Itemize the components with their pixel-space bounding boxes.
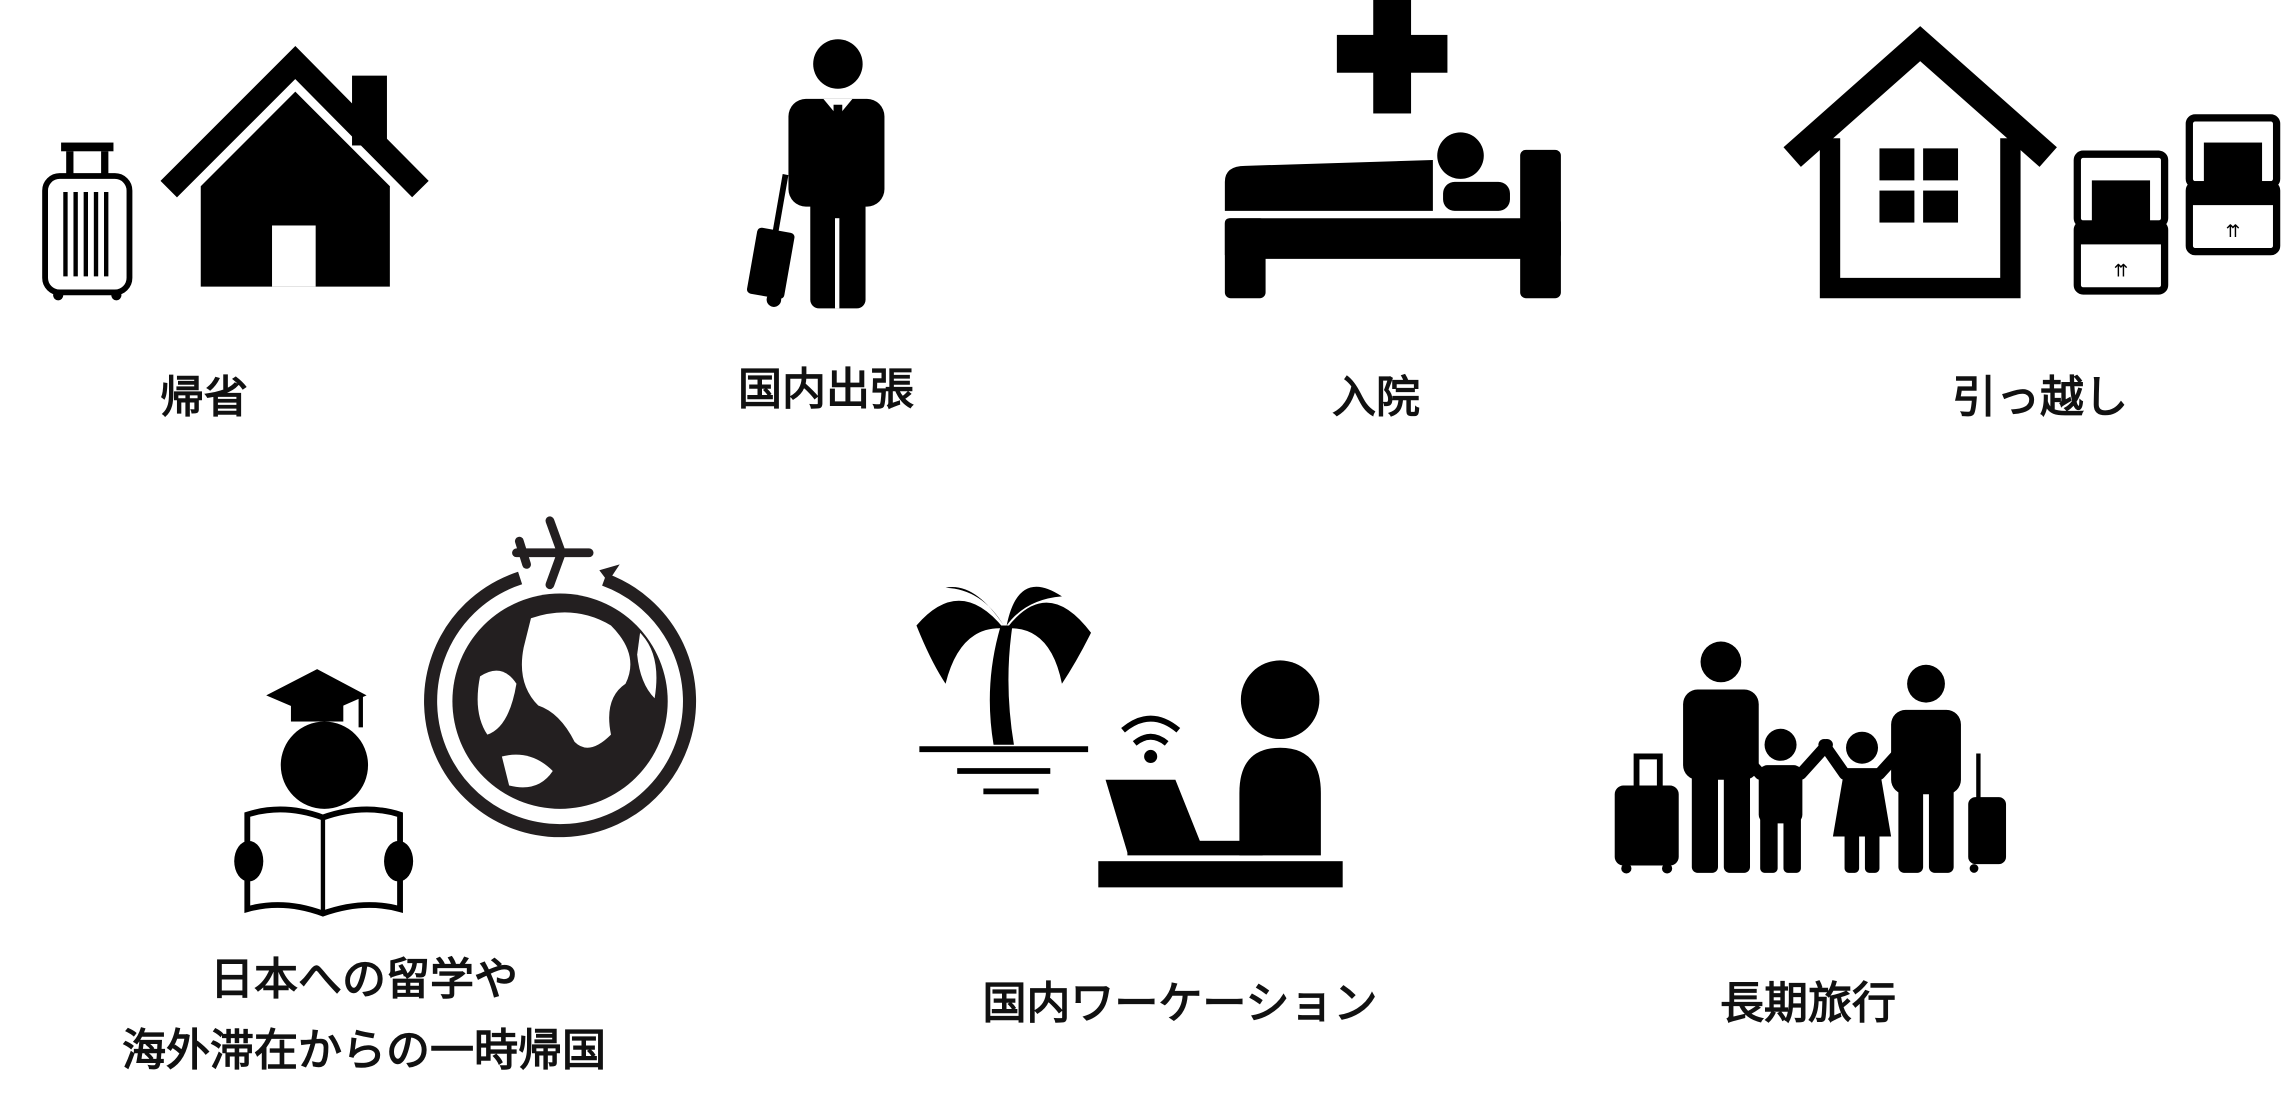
label-study-line1: 日本への留学や [210,954,518,1005]
workation-icon [916,586,1343,888]
label-hospitalization: 入院 [1332,372,1420,423]
label-study-line2: 海外滞在からの一時帰国 [122,1025,606,1076]
wifi-icon [1121,715,1181,763]
student-globe-icon [234,516,697,917]
box-icon: ⇈ [2185,114,2281,256]
box-icon: ⇈ [2073,150,2169,295]
svg-text:⇈: ⇈ [2114,261,2129,281]
globe-icon [424,565,697,838]
airplane-icon [512,516,620,590]
hospital-bed-icon [1224,0,1561,299]
suitcase-icon [42,142,133,301]
label-long-trip: 長期旅行 [1720,978,1896,1029]
remote-worker-icon [1098,660,1343,888]
suitcase-icon [1968,753,2007,873]
label-moving: 引っ越し [1952,372,2128,423]
svg-text:⇈: ⇈ [2226,222,2241,242]
label-domestic-business-trip: 国内出張 [738,364,914,415]
label-workation: 国内ワーケーション [982,978,1378,1029]
business-traveler-icon [746,39,885,309]
palm-tree-icon [916,586,1092,795]
house-moving-boxes-icon: ⇈ ⇈ [1783,26,2281,299]
family-travel-icon [1614,641,2007,874]
suitcase-house-icon [42,46,429,301]
label-kisei: 帰省 [160,372,248,423]
student-icon [234,669,414,917]
suitcase-icon [1614,753,1679,874]
house-icon [160,46,429,287]
